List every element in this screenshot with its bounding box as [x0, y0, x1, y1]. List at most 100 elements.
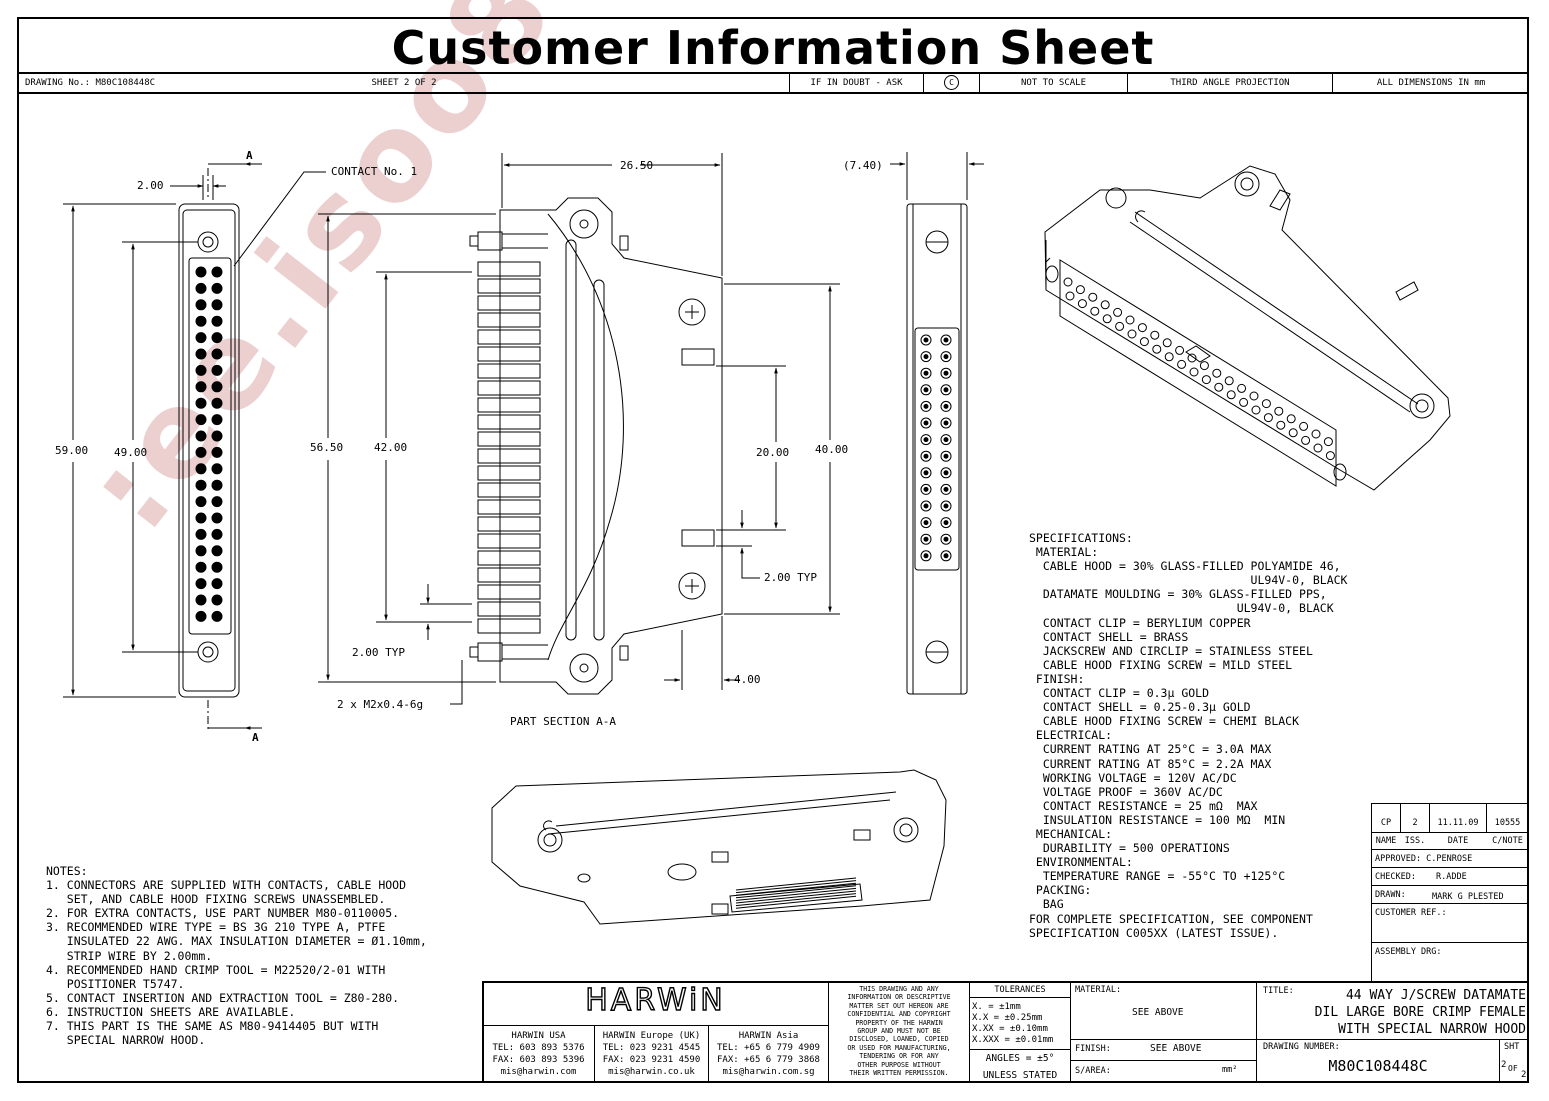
- rev-header-cnote: C/NOTE: [1492, 836, 1523, 846]
- contact-section: [477, 431, 541, 447]
- spec-line: BAG: [1029, 897, 1064, 912]
- contact-hole: [1274, 406, 1284, 416]
- spec-line: MATERIAL:: [1029, 545, 1099, 560]
- note-line: 7. THIS PART IS THE SAME AS M80-9414405 …: [46, 1019, 379, 1034]
- spec-line: CONTACT RESISTANCE = 25 mΩ MAX: [1029, 798, 1258, 813]
- office-fax: FAX: +65 6 779 3868: [717, 1055, 820, 1065]
- dimensions-cell: ALL DIMENSIONS IN mm: [1332, 74, 1529, 92]
- contact-center: [923, 553, 929, 559]
- contact-center: [943, 486, 949, 492]
- note-line: 3. RECOMMENDED WIRE TYPE = BS 3G 210 TYP…: [46, 920, 386, 935]
- spec-line: DURABILITY = 500 OPERATIONS: [1029, 841, 1230, 856]
- contact-section: [477, 533, 541, 549]
- dim-height-59: 59.00: [55, 444, 89, 457]
- contact-hole: [920, 533, 932, 545]
- disclaimer-line: OR USED FOR MANUFACTURING,: [847, 1043, 951, 1052]
- contact-hole: [1115, 321, 1125, 331]
- contact-hole: [1239, 397, 1249, 407]
- spec-line: TEMPERATURE RANGE = -55°C TO +125°C: [1029, 869, 1286, 884]
- contact-hole: [1237, 383, 1247, 393]
- office-name: HARWIN Asia: [738, 1031, 799, 1041]
- contact-hole: [920, 517, 932, 529]
- spec-line: ENVIRONMENTAL:: [1029, 855, 1133, 870]
- contact-section: [477, 448, 541, 464]
- office-email[interactable]: mis@harwin.com: [500, 1067, 577, 1077]
- rib-line: [735, 880, 857, 894]
- contact-center: [943, 520, 949, 526]
- contact-hole: [920, 384, 932, 396]
- contact-hole: [195, 463, 207, 475]
- spec-line: PACKING:: [1029, 883, 1092, 898]
- contact-section: [477, 363, 541, 379]
- title-line: WITH SPECIAL NARROW HOOD: [1338, 1022, 1526, 1037]
- office-email[interactable]: mis@harwin.co.uk: [608, 1067, 695, 1077]
- contact-hole: [1325, 451, 1335, 461]
- contact-hole: [211, 348, 223, 360]
- rev-cnote: 10555: [1494, 818, 1521, 828]
- contact-center: [943, 437, 949, 443]
- contact-hole: [195, 381, 207, 393]
- contact-hole: [195, 496, 207, 508]
- contact-hole: [940, 367, 952, 379]
- contact-hole: [195, 282, 207, 294]
- contact-hole: [940, 483, 952, 495]
- contact-hole: [195, 578, 207, 590]
- contact-hole: [211, 528, 223, 540]
- spec-line: DATAMATE MOULDING = 30% GLASS-FILLED PPS…: [1029, 587, 1327, 602]
- angles-tolerance: ANGLES = ±5°: [985, 1053, 1055, 1064]
- contact-hole: [211, 561, 223, 573]
- contact-center: [943, 553, 949, 559]
- rib-line: [735, 885, 857, 899]
- contact-center: [923, 536, 929, 542]
- spec-line: CABLE HOOD = 30% GLASS-FILLED POLYAMIDE …: [1029, 559, 1341, 574]
- contact-hole: [1162, 338, 1172, 348]
- contact-hole: [940, 450, 952, 462]
- harwin-logo: HARWiN: [585, 982, 726, 1018]
- rev-header-name: NAME: [1375, 836, 1397, 846]
- front-pin-grid: [195, 266, 223, 622]
- contact-center: [923, 403, 929, 409]
- contact-section: [477, 329, 541, 345]
- contact-hole: [920, 400, 932, 412]
- contact-hole: [1065, 291, 1075, 301]
- title-label: TITLE:: [1263, 986, 1294, 996]
- office-email[interactable]: mis@harwin.com.sg: [722, 1067, 815, 1077]
- contact-center: [923, 470, 929, 476]
- contact-hole: [195, 397, 207, 409]
- contact-hole: [940, 517, 952, 529]
- contact-hole: [211, 430, 223, 442]
- dim-20: 20.00: [756, 446, 790, 459]
- spec-line: MECHANICAL:: [1029, 826, 1113, 841]
- isometric-view-bottom: [491, 769, 947, 925]
- contact-center: [923, 437, 929, 443]
- spec-line: SPECIFICATIONS:: [1029, 531, 1133, 545]
- contact-hole: [920, 483, 932, 495]
- contact-hole: [940, 500, 952, 512]
- contact-hole: [1139, 337, 1149, 347]
- info-bar: DRAWING No.: M80C108448C SHEET 2 OF 2 IF…: [19, 74, 1527, 94]
- contact-hole: [1323, 437, 1333, 447]
- contact-hole: [1127, 329, 1137, 339]
- section-contacts: [477, 261, 541, 634]
- contact-hole: [920, 450, 932, 462]
- contact-section: [477, 482, 541, 498]
- contact-hole: [1311, 429, 1321, 439]
- contact-hole: [920, 334, 932, 346]
- contact-hole: [940, 533, 952, 545]
- contact-section: [477, 312, 541, 328]
- contact-hole: [920, 434, 932, 446]
- contact-hole: [1251, 405, 1261, 415]
- office-fax: FAX: 023 9231 4590: [602, 1055, 701, 1065]
- notes-block: NOTES:1. CONNECTORS ARE SUPPLIED WITH CO…: [46, 864, 427, 1047]
- finish-label: FINISH:: [1075, 1044, 1111, 1054]
- contact-hole: [1090, 306, 1100, 316]
- contact-center: [923, 420, 929, 426]
- contact-section: [477, 380, 541, 396]
- contact-hole: [211, 610, 223, 622]
- contact-hole: [940, 417, 952, 429]
- contact-hole: [195, 315, 207, 327]
- dim-4: 4.00: [734, 673, 761, 686]
- front-view: [63, 162, 326, 730]
- contact-hole: [195, 512, 207, 524]
- contact-center: [943, 536, 949, 542]
